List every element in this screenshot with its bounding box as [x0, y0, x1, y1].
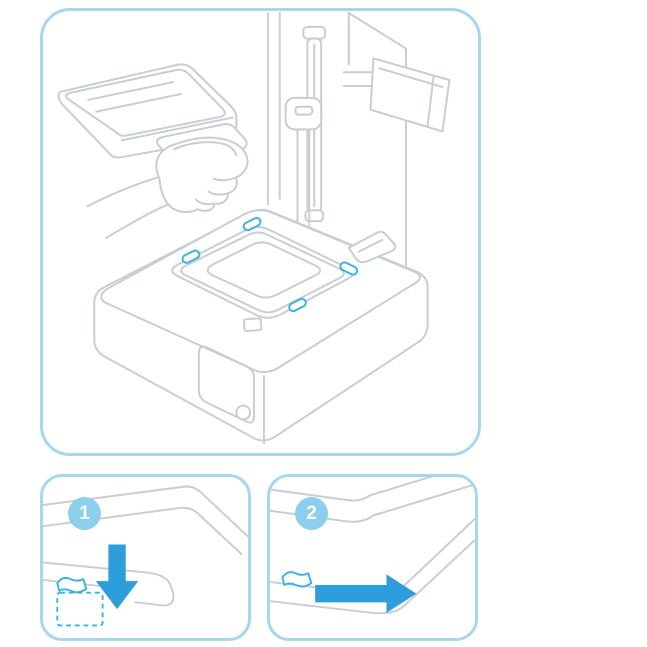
tank-bay-inner-rim — [180, 231, 345, 314]
hand — [86, 136, 249, 239]
main-illustration-panel — [40, 8, 481, 456]
step-2-panel: 2 — [267, 474, 478, 641]
clip-highlight-icon — [56, 576, 88, 594]
latch-detail — [242, 317, 263, 333]
tank-bay — [171, 226, 354, 319]
insert-tank-illustration — [57, 12, 451, 445]
step-number-badge: 2 — [295, 497, 328, 530]
clip-highlights — [181, 217, 359, 313]
lead-screw-top-cap — [302, 25, 327, 40]
slot-target-outline — [56, 591, 104, 627]
lead-screw-bottom-cap — [304, 209, 325, 223]
top-flap — [347, 230, 397, 264]
arrow-down-icon — [95, 544, 139, 610]
step-1-illustration — [43, 485, 248, 627]
step-number-badge: 1 — [68, 497, 101, 530]
lcd-screen — [206, 241, 322, 299]
thumb-line — [173, 141, 238, 157]
hand-holding-tank — [57, 63, 249, 239]
tank-edge-closeup — [270, 477, 475, 523]
tank-edge-closeup — [43, 485, 248, 556]
platform-clamp — [284, 96, 323, 230]
clip-highlight-icon — [242, 217, 262, 232]
step-number: 1 — [79, 502, 90, 524]
arrow-right-icon — [315, 574, 417, 613]
clip-highlight-icon — [281, 571, 313, 588]
front-door — [197, 317, 263, 424]
clip-highlight-icon — [181, 249, 201, 264]
clip-highlight-icon — [288, 297, 307, 313]
door-button-detail — [235, 404, 252, 421]
step-2-illustration — [270, 477, 475, 615]
build-platform-bracket — [342, 57, 451, 133]
step-number: 2 — [306, 502, 317, 524]
clip-highlight-icon — [339, 261, 359, 276]
step-1-panel: 1 — [40, 474, 251, 641]
